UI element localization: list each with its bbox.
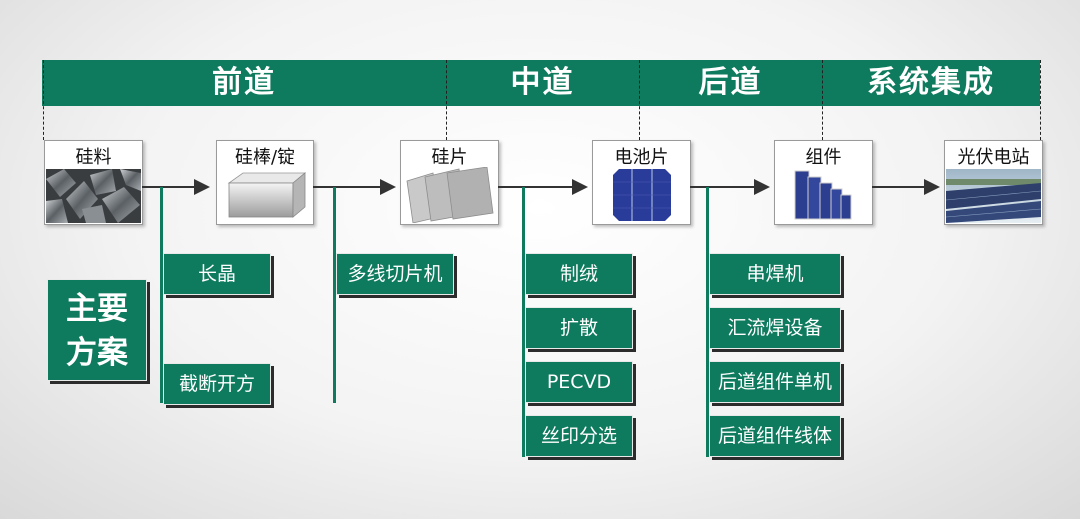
- main-solutions-line2: 方案: [66, 335, 128, 371]
- phase-divider: [446, 60, 447, 140]
- step-backend-line: 后道组件线体: [709, 415, 841, 457]
- step-screen-printing: 丝印分选: [525, 415, 633, 457]
- phase-divider: [43, 60, 44, 140]
- product-label: 硅料: [75, 147, 112, 168]
- step-busbar-welding: 汇流焊设备: [709, 307, 841, 349]
- flow-arrow: [498, 179, 588, 195]
- product-card-pv-plant: 光伏电站: [944, 140, 1043, 225]
- step-diffusion: 扩散: [525, 307, 633, 349]
- product-label: 电池片: [614, 147, 669, 168]
- product-card-silicon-material: 硅料: [44, 140, 143, 225]
- flow-arrow: [313, 179, 396, 195]
- phase-system-label: 系统集成: [867, 65, 995, 100]
- silicon-chunks-icon: [46, 169, 141, 223]
- phase-divider: [639, 60, 640, 140]
- product-label: 硅片: [431, 147, 468, 168]
- phase-divider: [822, 60, 823, 140]
- ingot-block-icon: [227, 172, 307, 218]
- solar-cell-icon: [613, 169, 671, 221]
- flow-arrow: [872, 179, 940, 195]
- step-crystal-growth: 长晶: [163, 253, 271, 295]
- product-label: 光伏电站: [957, 147, 1030, 168]
- solar-module-icon: [794, 170, 852, 220]
- flow-arrow: [142, 179, 210, 195]
- product-card-wafer: 硅片: [400, 140, 499, 225]
- wafer-stack-icon: [406, 167, 494, 223]
- pv-plant-icon: [946, 169, 1041, 223]
- phase-divider: [1040, 60, 1041, 140]
- phase-front-label: 前道: [212, 65, 276, 100]
- main-solutions-label: 主要 方案: [47, 279, 147, 381]
- product-card-cell: 电池片: [592, 140, 691, 225]
- step-stringer: 串焊机: [709, 253, 841, 295]
- step-pecvd: PECVD: [525, 361, 633, 403]
- flow-arrow: [690, 179, 770, 195]
- branch-line: [160, 187, 163, 403]
- step-multiwire-slicing: 多线切片机: [336, 253, 454, 295]
- product-label: 组件: [805, 147, 842, 168]
- branch-line: [522, 187, 525, 457]
- main-solutions-line1: 主要: [66, 291, 128, 327]
- branch-line: [706, 187, 709, 457]
- phase-middle-label: 中道: [510, 65, 575, 100]
- step-texturing: 制绒: [525, 253, 633, 295]
- phase-back-label: 后道: [698, 65, 763, 100]
- step-backend-single: 后道组件单机: [709, 361, 841, 403]
- product-card-module: 组件: [774, 140, 873, 225]
- phase-banner: [42, 60, 1040, 106]
- product-label: 硅棒/锭: [234, 147, 296, 168]
- branch-line: [333, 187, 336, 403]
- product-card-ingot: 硅棒/锭: [216, 140, 314, 225]
- step-cutting-squaring: 截断开方: [163, 363, 271, 405]
